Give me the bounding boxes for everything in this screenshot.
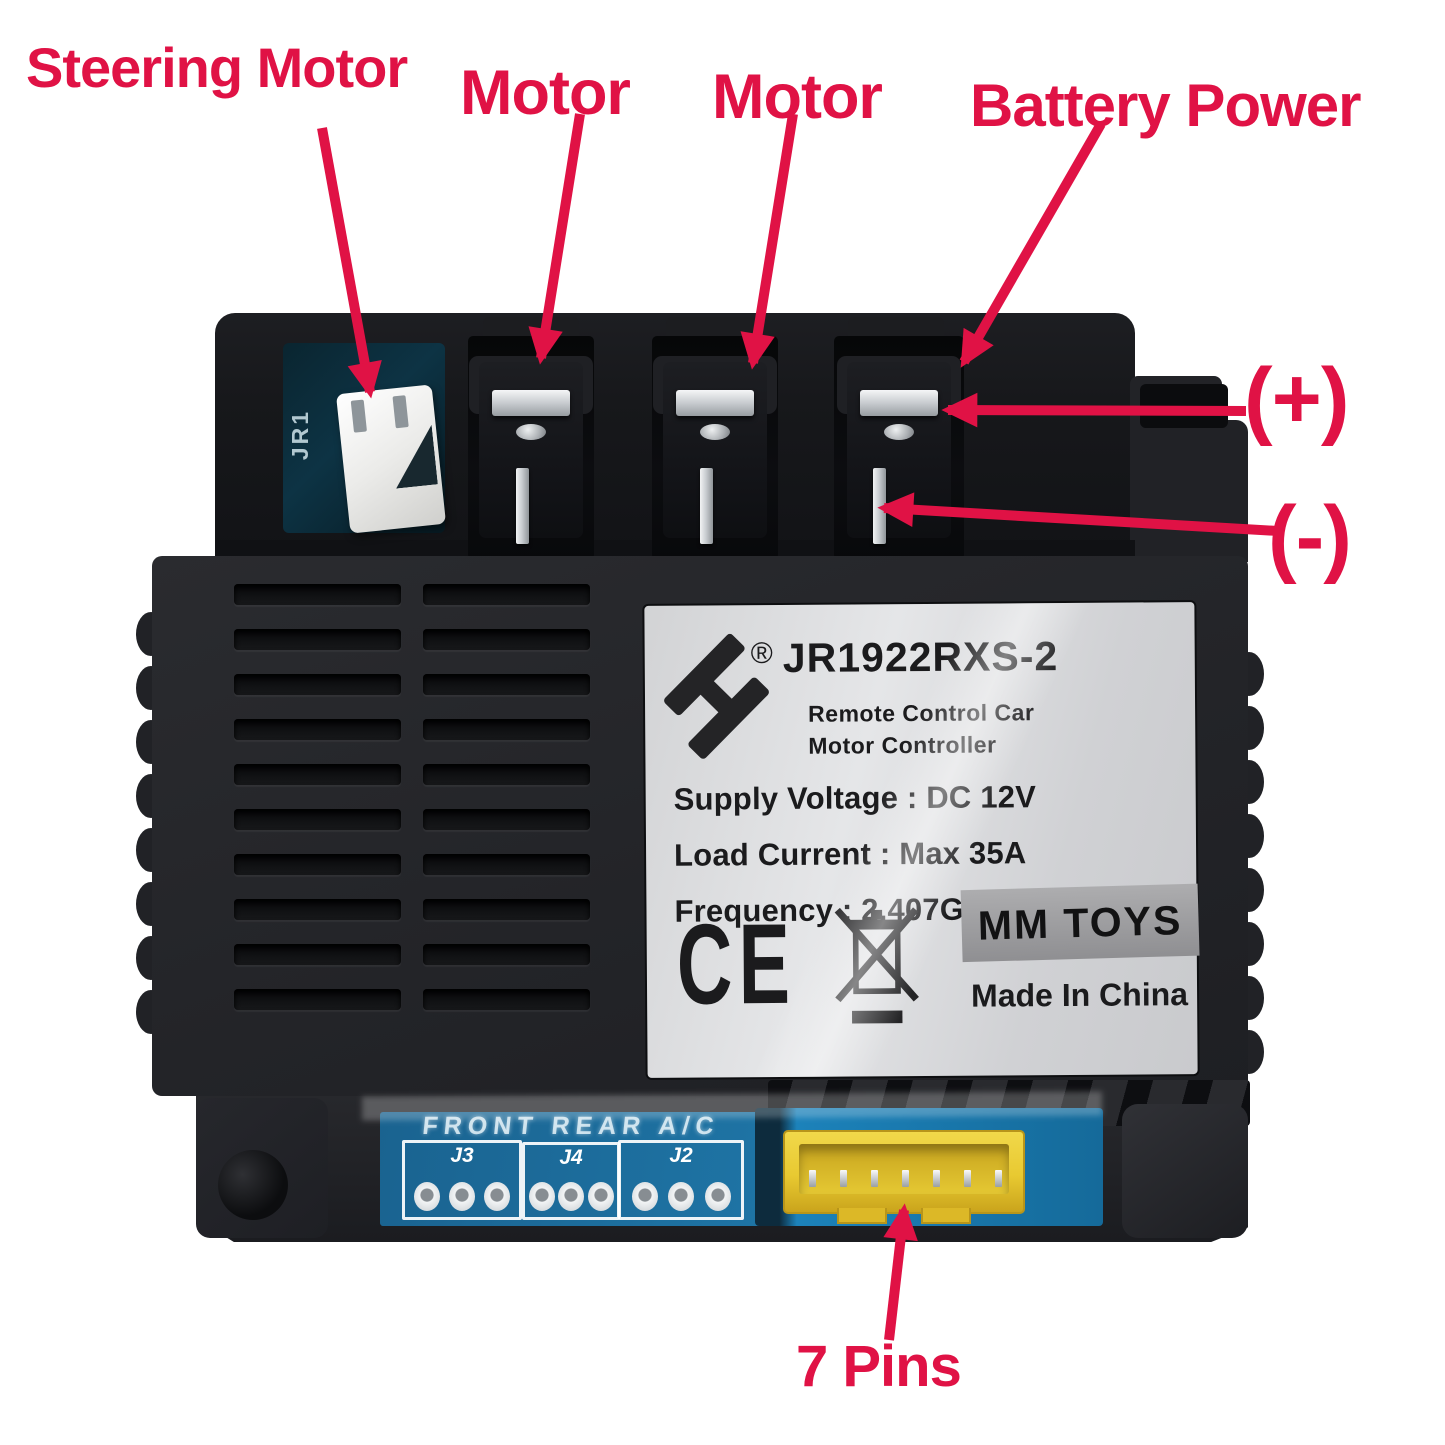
steering-white-plug	[335, 384, 447, 534]
vent-slot	[234, 719, 401, 740]
connector-body	[847, 362, 951, 538]
vent-slot	[423, 989, 590, 1010]
callout-battery-power: Battery Power	[970, 72, 1361, 139]
seven-pin-connector	[783, 1130, 1025, 1224]
connector-key-tab	[837, 1208, 887, 1224]
pin-contact	[902, 1170, 909, 1187]
metal-blade-terminal	[676, 390, 754, 416]
pin-contact	[933, 1170, 940, 1187]
bottom-right-foot	[1122, 1104, 1248, 1238]
callout-positive: (+)	[1244, 351, 1349, 447]
solder-pads	[405, 1182, 519, 1211]
origin-text: Made In China	[970, 976, 1189, 1014]
vent-slot	[234, 809, 401, 830]
callout-steering-motor: Steering Motor	[26, 36, 408, 99]
connector-j3: J3	[402, 1140, 522, 1220]
vent-slot	[234, 854, 401, 875]
pin-contact	[809, 1170, 816, 1187]
ce-mark: CE	[676, 900, 797, 1029]
metal-pin-terminal	[515, 468, 529, 544]
vent-slot	[234, 899, 401, 920]
connector-j2: J2	[618, 1140, 744, 1220]
motor-port-left	[468, 336, 594, 560]
pin-contact	[995, 1170, 1002, 1187]
battery-positive-terminal	[860, 390, 938, 416]
vent-slot	[234, 944, 401, 965]
battery-power-port	[834, 336, 964, 560]
plug-notch	[390, 425, 438, 489]
housing-right-step-lower	[1130, 420, 1248, 562]
pin-row	[809, 1170, 1002, 1187]
registered-trademark-icon: ®	[750, 637, 773, 671]
j3-label: J3	[450, 1144, 474, 1167]
housing-right-notch	[1140, 384, 1228, 428]
terminal-screw	[516, 424, 546, 440]
model-number: JR1922RXS-2	[782, 633, 1059, 681]
connector-body	[663, 362, 767, 538]
mounting-hole	[218, 1150, 288, 1220]
vent-slot	[234, 674, 401, 695]
solder-pads	[525, 1182, 617, 1211]
j2-label: J2	[669, 1144, 693, 1167]
vent-slot	[423, 719, 590, 740]
vent-slot	[423, 809, 590, 830]
mounting-tab	[196, 1098, 328, 1238]
terminal-screw	[884, 424, 914, 440]
battery-negative-terminal	[873, 468, 886, 544]
vent-slot	[423, 674, 590, 695]
weee-icon	[834, 907, 919, 1024]
vent-slot	[423, 854, 590, 875]
pin-contact	[964, 1170, 971, 1187]
pin-contact	[871, 1170, 878, 1187]
vent-grid	[234, 584, 590, 1010]
connector-key-tab	[921, 1208, 971, 1224]
brand-sticker: MM TOYS	[960, 883, 1200, 963]
model-row: ® JR1922RXS-2	[751, 633, 1059, 682]
vent-slot	[423, 764, 590, 785]
spec-supply-voltage: Supply Voltage : DC 12V	[673, 779, 1037, 817]
j4-label: J4	[559, 1146, 583, 1169]
vent-slot	[234, 764, 401, 785]
connector-j4: J4	[522, 1142, 620, 1220]
motor-port-right	[652, 336, 778, 560]
plug-pin-slot	[392, 395, 409, 429]
board-silkscreen-jr1: JR1	[287, 409, 313, 461]
spec-load-current: Load Current : Max 35A	[673, 835, 1027, 873]
vent-slot	[423, 944, 590, 965]
product-line-1: Remote Control Car	[808, 699, 1035, 727]
steering-motor-port: JR1	[283, 343, 447, 534]
vent-slot	[423, 899, 590, 920]
callout-negative: (-)	[1268, 489, 1352, 585]
product-line-2: Motor Controller	[808, 731, 997, 759]
connector-body	[479, 362, 583, 538]
plug-pin-slot	[350, 399, 367, 433]
vent-slot	[234, 584, 401, 605]
vent-slot	[234, 989, 401, 1010]
callout-motor-right: Motor	[712, 62, 883, 132]
vent-slot	[234, 629, 401, 650]
callout-motor-left: Motor	[460, 58, 631, 128]
metal-pin-terminal	[699, 468, 713, 544]
vent-slot	[423, 584, 590, 605]
vent-slot	[423, 629, 590, 650]
terminal-screw	[700, 424, 730, 440]
callout-seven-pins: 7 Pins	[796, 1334, 962, 1399]
seven-pin-recess	[755, 1108, 1103, 1226]
spec-label: ® JR1922RXS-2 Remote Control Car Motor C…	[644, 602, 1200, 1078]
bottom-pcb-window: FRONT REAR A/C J3 J4 J2	[380, 1112, 762, 1226]
metal-blade-terminal	[492, 390, 570, 416]
solder-pads	[621, 1182, 741, 1211]
pin-contact	[840, 1170, 847, 1187]
